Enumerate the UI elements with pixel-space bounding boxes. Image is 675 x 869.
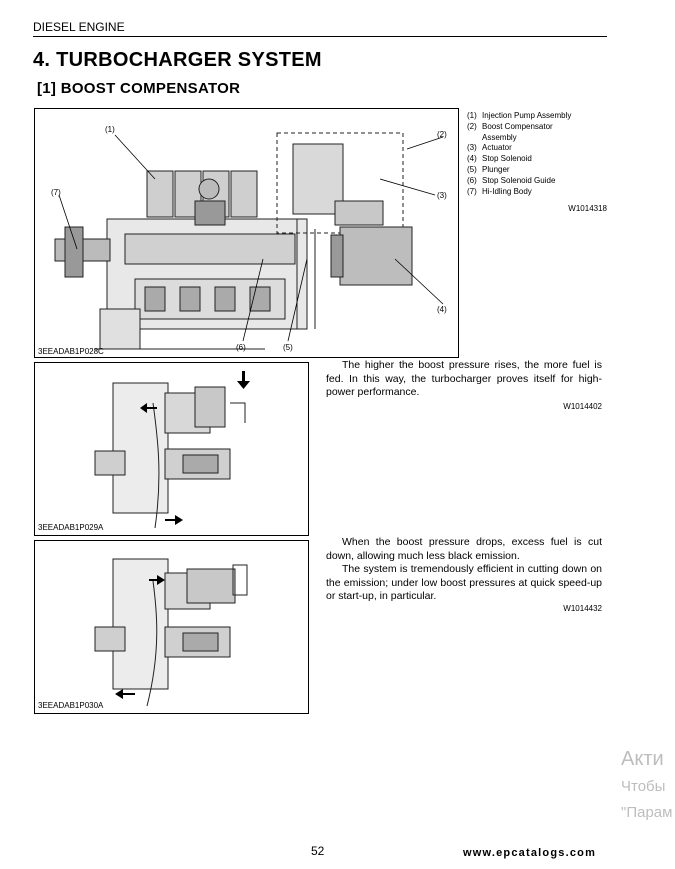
- callout-7: (7): [51, 188, 61, 197]
- site-watermark: www.epcatalogs.com: [463, 847, 597, 859]
- legend-num: (4): [467, 154, 477, 164]
- paragraph-text-2: The system is tremendously efficient in …: [326, 563, 602, 603]
- callout-6: (6): [236, 343, 246, 352]
- legend-label-continued: Assembly: [482, 132, 517, 142]
- legend-item: (1) Injection Pump Assembly: [467, 111, 617, 122]
- paragraph-low-code: W1014432: [563, 604, 602, 613]
- section-title: 4. TURBOCHARGER SYSTEM: [33, 49, 322, 71]
- pump-assembly-illustration: [54, 132, 444, 350]
- figure-code: 3EEADAB1P030A: [38, 701, 104, 710]
- legend-num: (5): [467, 164, 477, 174]
- legend-item: (6) Stop Solenoid Guide: [467, 176, 617, 187]
- callout-4: (4): [437, 305, 447, 314]
- activation-watermark-line-2: Чтобы: [621, 778, 666, 795]
- callout-5: (5): [283, 343, 293, 352]
- paragraph-text-1: When the boost pressure drops, excess fu…: [326, 536, 602, 562]
- page-number: 52: [311, 844, 325, 858]
- legend-num: (6): [467, 175, 477, 185]
- paragraph-high-code: W1014402: [563, 402, 602, 411]
- legend-item: (5) Plunger: [467, 165, 617, 176]
- activation-watermark-line-3: "Парам: [621, 804, 673, 821]
- high-boost-illustration: [94, 371, 250, 529]
- figure-low-boost: 3EEADAB1P030A: [34, 540, 309, 714]
- legend-num: (1): [467, 111, 477, 120]
- callout-3: (3): [437, 191, 447, 200]
- callout-2: (2): [437, 130, 447, 139]
- figure-boost-compensator: (1) (2) (3) (4) (5) (6) (7) 3EEADAB1P028…: [34, 108, 459, 358]
- header-rule: [33, 36, 607, 37]
- legend-label: Injection Pump Assembly: [482, 111, 572, 120]
- subsection-title: [1] BOOST COMPENSATOR: [37, 80, 241, 97]
- legend-label: Boost Compensator: [482, 121, 553, 131]
- callout-1: (1): [105, 125, 115, 134]
- legend-item: (2) Boost Compensator: [467, 122, 617, 133]
- running-header: DIESEL ENGINE: [33, 20, 125, 34]
- figure-code: 3EEADAB1P028C: [38, 347, 104, 356]
- activation-watermark-line-1: Акти: [621, 748, 664, 770]
- legend-label: Actuator: [482, 143, 512, 153]
- legend-code: W1014318: [568, 204, 607, 213]
- legend-label: Plunger: [482, 164, 510, 174]
- legend-num: (2): [467, 121, 477, 131]
- paragraph-text: The higher the boost pressure rises, the…: [326, 359, 602, 399]
- legend-item: (7) Hi-Idling Body: [467, 187, 617, 198]
- paragraph-high-boost: The higher the boost pressure rises, the…: [326, 359, 602, 400]
- legend-item: (3) Actuator: [467, 143, 617, 154]
- legend-num: (7): [467, 186, 477, 196]
- figure-high-boost: 3EEADAB1P029A: [34, 362, 309, 536]
- legend-label: Stop Solenoid Guide: [482, 175, 556, 185]
- legend-label: Stop Solenoid: [482, 154, 532, 164]
- legend-item: (4) Stop Solenoid: [467, 154, 617, 165]
- parts-legend: (1) Injection Pump Assembly (2) Boost Comp…: [467, 111, 617, 197]
- figure-code: 3EEADAB1P029A: [38, 523, 104, 532]
- legend-num: (3): [467, 143, 477, 153]
- paragraph-low-boost: When the boost pressure drops, excess fu…: [326, 536, 602, 604]
- low-boost-illustration: [94, 558, 248, 707]
- legend-label: Hi-Idling Body: [482, 186, 532, 196]
